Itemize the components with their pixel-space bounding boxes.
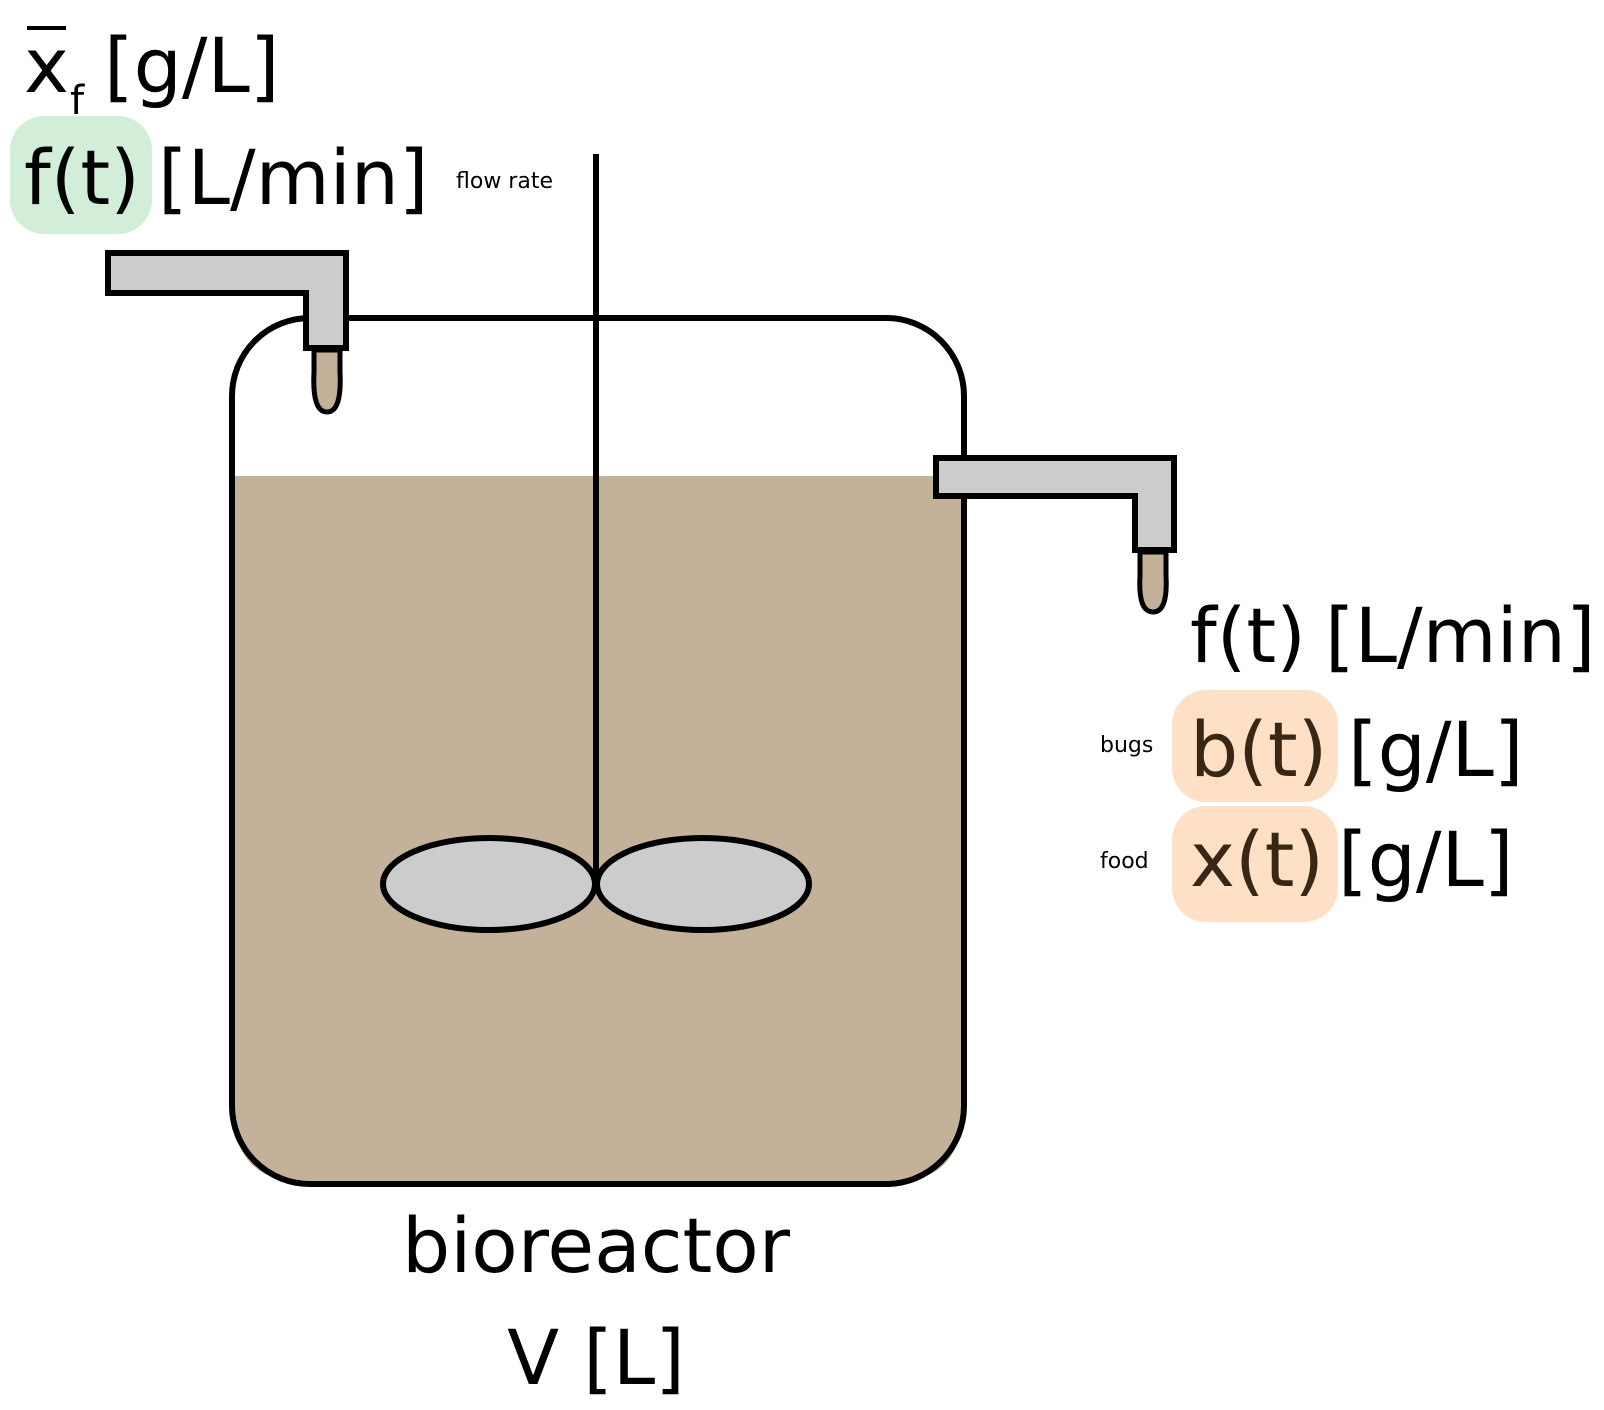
outlet-pipe bbox=[933, 455, 1177, 553]
inflow-conc-subscript: f bbox=[70, 78, 85, 124]
outflow-flow-var: f(t) bbox=[1190, 591, 1306, 680]
inflow-conc-unit: [g/L] bbox=[104, 21, 280, 110]
impeller-blade-right bbox=[594, 835, 812, 933]
inflow-flow-unit: [L/min] bbox=[158, 133, 429, 222]
bugs-var: b(t) bbox=[1190, 705, 1327, 794]
impeller-blade-left bbox=[380, 835, 598, 933]
inflow-conc-symbol: x bbox=[24, 21, 69, 110]
inlet-pipe bbox=[105, 250, 349, 351]
inflow-flow-var: f(t) bbox=[24, 133, 140, 222]
food-var: x(t) bbox=[1190, 815, 1324, 904]
tank-volume: V [L] bbox=[507, 1313, 685, 1402]
inflow-flow-highlight bbox=[10, 116, 152, 234]
tank-title: bioreactor bbox=[402, 1201, 791, 1290]
bugs-note: bugs bbox=[1100, 733, 1153, 758]
bugs-unit: [g/L] bbox=[1348, 705, 1524, 794]
flow-rate-note: flow rate bbox=[456, 169, 553, 194]
food-unit: [g/L] bbox=[1338, 815, 1514, 904]
outflow-flow-unit: [L/min] bbox=[1325, 591, 1596, 680]
food-note: food bbox=[1100, 849, 1149, 874]
inlet-drop bbox=[311, 347, 343, 415]
food-highlight bbox=[1172, 806, 1338, 922]
outlet-drop bbox=[1137, 549, 1169, 615]
bugs-highlight bbox=[1172, 690, 1338, 802]
